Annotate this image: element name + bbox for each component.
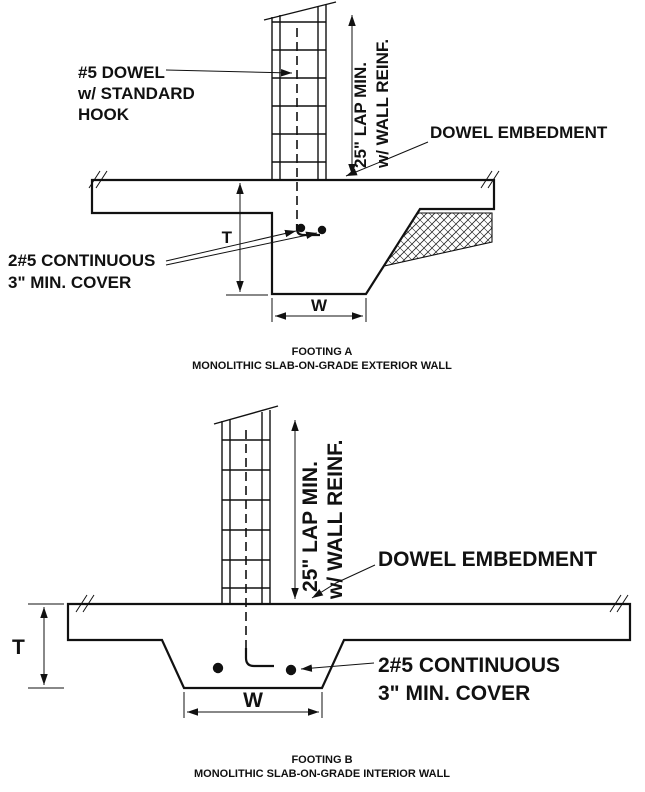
footing-a-rebar-dot [317,225,327,235]
leader-line [300,662,375,672]
footing-a-rebar-dot [296,223,306,233]
footing-b-detail: T W 25" LAP MIN. w/ WALL REINF. DOWEL EM… [12,405,632,780]
footing-a-caption-title: FOOTING A [292,346,353,358]
footing-a-earth-hatch [382,212,493,267]
break-mark [75,594,629,613]
footing-b-dowel-embedment-label: DOWEL EMBEDMENT [311,548,597,599]
footing-a-wall-section [263,1,337,180]
break-mark [88,170,500,189]
leader-line [311,564,376,599]
continuous-bars-line2: 3" MIN. COVER [8,273,131,292]
footing-a-concrete-outline [90,178,496,296]
footing-b-dowel-hook [244,648,274,668]
w-dimension-label: W [243,689,263,712]
dowel-embedment-text: DOWEL EMBEDMENT [378,548,597,571]
footing-a-w-dimension: W [271,296,367,322]
continuous-bars-line1: 2#5 CONTINUOUS [8,251,155,270]
leader-line [165,68,293,77]
footing-b-w-dimension: W [183,689,323,718]
lap-note-line1: 25" LAP MIN. [351,62,370,168]
footing-b-rebar-dot [212,662,224,674]
dowel-label-line1: #5 DOWEL [78,63,165,82]
w-dimension-label: W [311,296,328,315]
footing-a-dowel-label: #5 DOWEL w/ STANDARD HOOK [77,63,293,124]
footing-b-t-dimension: T [12,603,64,689]
footing-b-lap-dimension: 25" LAP MIN. w/ WALL REINF. [291,420,347,600]
continuous-bars-line2: 3" MIN. COVER [378,682,530,705]
dowel-embedment-text: DOWEL EMBEDMENT [430,123,608,142]
footing-a-dowel-embedment-label: DOWEL EMBEDMENT [345,123,608,177]
footing-b-rebar-dot [285,664,297,676]
leader-line [165,229,297,262]
footing-b-continuous-bars-label: 2#5 CONTINUOUS 3" MIN. COVER [300,654,560,705]
footing-a-t-dimension: T [222,179,268,296]
footing-a-lap-dimension: 25" LAP MIN. w/ WALL REINF. [348,14,392,175]
footing-b-caption-title: FOOTING B [291,754,352,766]
footing-b-concrete-outline [66,602,632,690]
lap-note-line1: 25" LAP MIN. [299,461,322,592]
lap-note-line2: w/ WALL REINF. [373,39,392,169]
t-dimension-label: T [222,228,233,247]
t-dimension-label: T [12,636,25,659]
leader-line [345,141,429,177]
dowel-label-line2: w/ STANDARD [77,84,195,103]
footing-a-continuous-bars-label: 2#5 CONTINUOUS 3" MIN. COVER [8,229,318,292]
leader-line [165,231,318,266]
dowel-label-line3: HOOK [78,105,130,124]
footing-a-detail: T W 25" LAP MIN. w/ WALL REINF. #5 DOWEL… [8,1,608,372]
footing-b-caption-subtitle: MONOLITHIC SLAB-ON-GRADE INTERIOR WALL [194,768,450,780]
footing-a-caption-subtitle: MONOLITHIC SLAB-ON-GRADE EXTERIOR WALL [192,360,452,372]
lap-note-line2: w/ WALL REINF. [324,440,347,600]
continuous-bars-line1: 2#5 CONTINUOUS [378,654,560,677]
